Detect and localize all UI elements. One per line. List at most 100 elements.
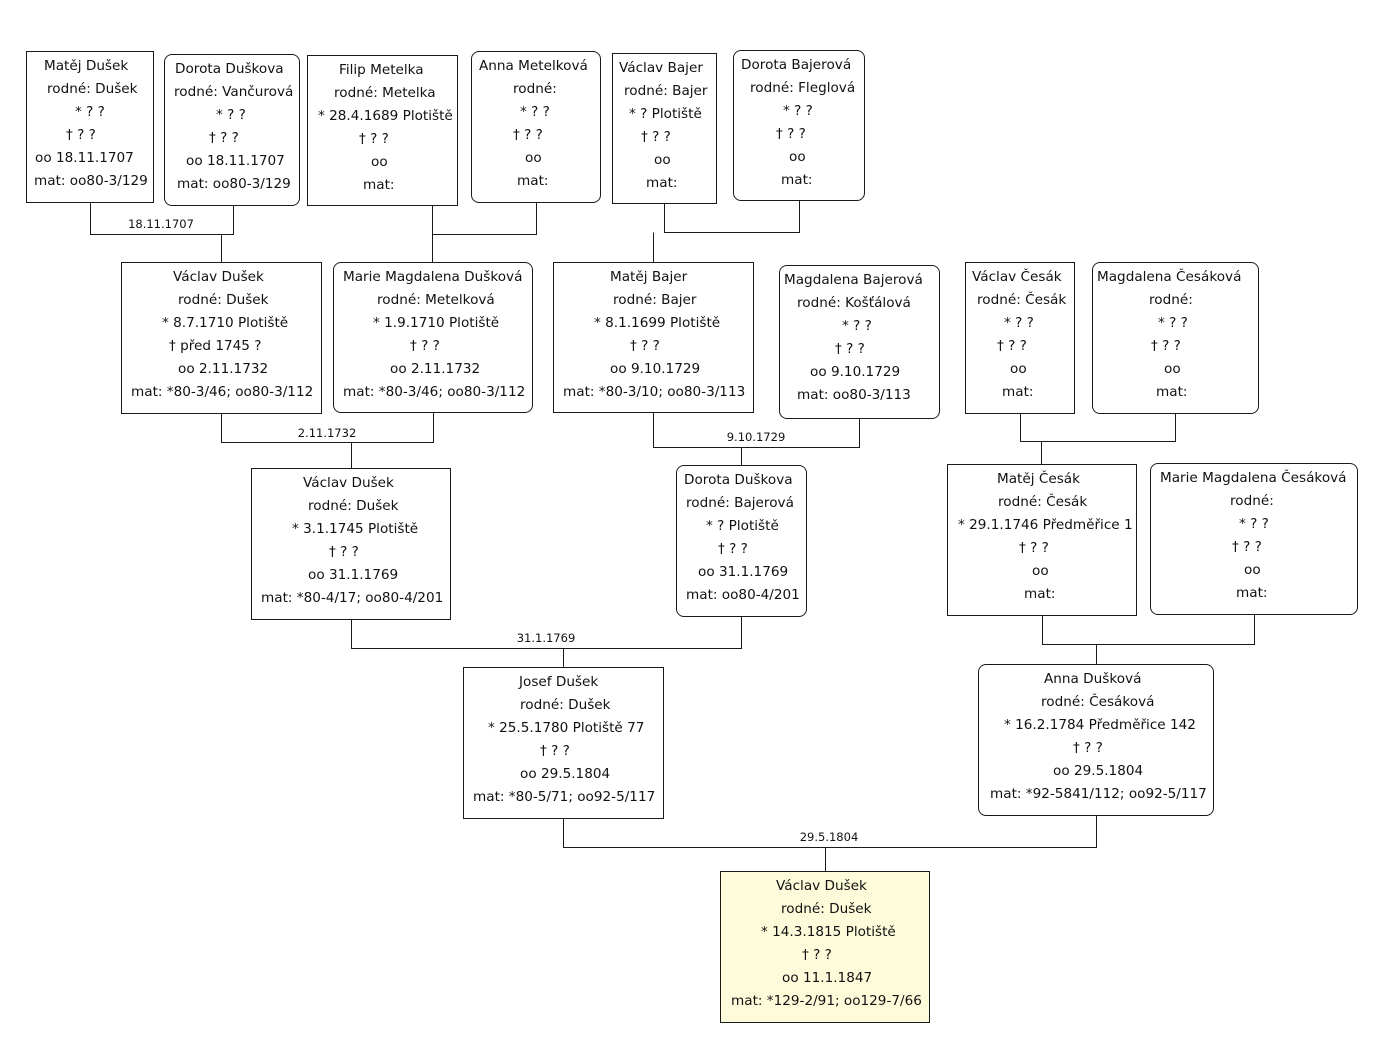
- person-records: mat:: [646, 175, 678, 191]
- person-marriage: oo 31.1.1769: [308, 567, 399, 583]
- person-death: † ? ?: [1019, 540, 1049, 556]
- person-records: mat: *80-5/71; oo92-5/117: [473, 789, 656, 805]
- person-born-name: rodné: Bajer: [613, 292, 697, 308]
- person-marriage: oo 18.11.1707: [35, 150, 134, 166]
- person-born-name: rodné: Vančurová: [174, 84, 294, 100]
- person-name: Matěj Bajer: [610, 269, 688, 285]
- person-death: † ? ?: [329, 544, 359, 560]
- person-born-name: rodné: Dušek: [178, 292, 269, 308]
- person-name: Václav Česák: [972, 269, 1062, 285]
- person-records: mat:: [781, 172, 813, 188]
- person-name: Václav Dušek: [303, 475, 394, 491]
- person-card: Matěj Česák rodné: Česák * 29.1.1746 Předm…: [947, 464, 1137, 616]
- person-birth: * ? ?: [216, 107, 246, 123]
- person-born-name: rodné: Česák: [977, 292, 1067, 308]
- person-birth: * 16.2.1784 Předměřice 142: [1004, 717, 1196, 733]
- person-death: † ? ?: [66, 127, 96, 143]
- person-records: mat:: [1024, 586, 1056, 602]
- person-born-name: rodné:: [1230, 493, 1274, 509]
- person-marriage: oo 29.5.1804: [1053, 763, 1144, 779]
- person-name: Magdalena Česáková: [1097, 269, 1242, 285]
- person-records: mat: oo80-3/129: [34, 173, 148, 189]
- person-birth: * ? Plotiště: [706, 518, 779, 534]
- person-marriage: oo: [789, 149, 806, 165]
- person-name: Matěj Česák: [997, 471, 1080, 487]
- person-name: Magdalena Bajerová: [784, 272, 923, 288]
- person-death: † ? ?: [802, 947, 832, 963]
- person-death: † ? ?: [630, 338, 660, 354]
- person-marriage: oo 2.11.1732: [390, 361, 481, 377]
- person-death: † ? ?: [540, 743, 570, 759]
- person-birth: * ? ?: [1004, 315, 1034, 331]
- person-death: † ? ?: [1151, 338, 1181, 354]
- person-marriage: oo: [525, 150, 542, 166]
- person-marriage: oo 31.1.1769: [698, 564, 789, 580]
- person-marriage: oo 2.11.1732: [178, 361, 269, 377]
- person-born-name: rodné: Dušek: [781, 901, 872, 917]
- person-birth: * 29.1.1746 Předměřice 1: [958, 517, 1133, 533]
- person-name: Anna Metelková: [479, 58, 588, 74]
- person-death: † ? ?: [359, 131, 389, 147]
- person-death: † ? ?: [1232, 539, 1262, 555]
- person-death: † před 1745 ?: [169, 338, 262, 354]
- person-born-name: rodné: Bajerová: [686, 495, 794, 511]
- person-records: mat: *129-2/91; oo129-7/66: [731, 993, 922, 1009]
- connector-line: [90, 203, 234, 262]
- connector-line: [653, 413, 860, 465]
- connector-line: [351, 617, 742, 667]
- person-name: Filip Metelka: [339, 62, 424, 78]
- person-marriage: oo: [1164, 361, 1181, 377]
- person-birth: * 3.1.1745 Plotiště: [292, 521, 419, 537]
- person-records: mat:: [517, 173, 549, 189]
- person-death: † ? ?: [776, 126, 806, 142]
- person-birth: * 1.9.1710 Plotiště: [373, 315, 500, 331]
- person-card: Dorota Duškova rodné: Vančurová * ? ? † ? ?…: [164, 54, 300, 206]
- person-name: Dorota Bajerová: [741, 57, 852, 73]
- person-records: mat:: [1156, 384, 1188, 400]
- person-card: Václav Bajer rodné: Bajer * ? Plotiště † ? …: [612, 53, 717, 204]
- person-death: † ? ?: [997, 338, 1027, 354]
- marriage-date-label: 9.10.1729: [726, 430, 786, 444]
- person-marriage: oo: [654, 152, 671, 168]
- person-born-name: rodné: Bajer: [624, 83, 708, 99]
- marriage-date-label: 18.11.1707: [128, 217, 194, 231]
- person-born-name: rodné: Metelková: [377, 292, 495, 308]
- connector-line: [221, 413, 434, 468]
- person-records: mat: *92-5841/112; oo92-5/117: [990, 786, 1207, 802]
- person-records: mat: *80-4/17; oo80-4/201: [261, 590, 444, 606]
- person-name: Václav Bajer: [619, 60, 703, 76]
- person-records: mat: oo80-3/129: [177, 176, 291, 192]
- person-card: Matěj Bajer rodné: Bajer * 8.1.1699 Plotiš…: [553, 262, 754, 413]
- connector-line: [1020, 414, 1176, 464]
- person-birth: * ? Plotiště: [629, 106, 702, 122]
- person-death: † ? ?: [641, 129, 671, 145]
- person-marriage: oo 11.1.1847: [782, 970, 873, 986]
- person-name: Anna Dušková: [1044, 671, 1142, 687]
- person-death: † ? ?: [513, 127, 543, 143]
- person-death: † ? ?: [718, 541, 748, 557]
- person-records: mat:: [1002, 384, 1034, 400]
- connector-line: [653, 201, 800, 262]
- person-marriage: oo 9.10.1729: [610, 361, 701, 377]
- person-records: mat: oo80-3/113: [797, 387, 911, 403]
- person-born-name: rodné: Metelka: [334, 85, 436, 101]
- person-name: Dorota Duškova: [175, 61, 284, 77]
- person-birth: * 8.1.1699 Plotiště: [594, 315, 721, 331]
- person-marriage: oo: [371, 154, 388, 170]
- person-born-name: rodné: Česák: [998, 494, 1088, 510]
- person-birth: * ? ?: [520, 104, 550, 120]
- person-name: Matěj Dušek: [44, 58, 129, 74]
- person-records: mat:: [1236, 585, 1268, 601]
- person-records: mat:: [363, 177, 395, 193]
- person-birth: * 14.3.1815 Plotiště: [761, 924, 896, 940]
- person-death: † ? ?: [209, 130, 239, 146]
